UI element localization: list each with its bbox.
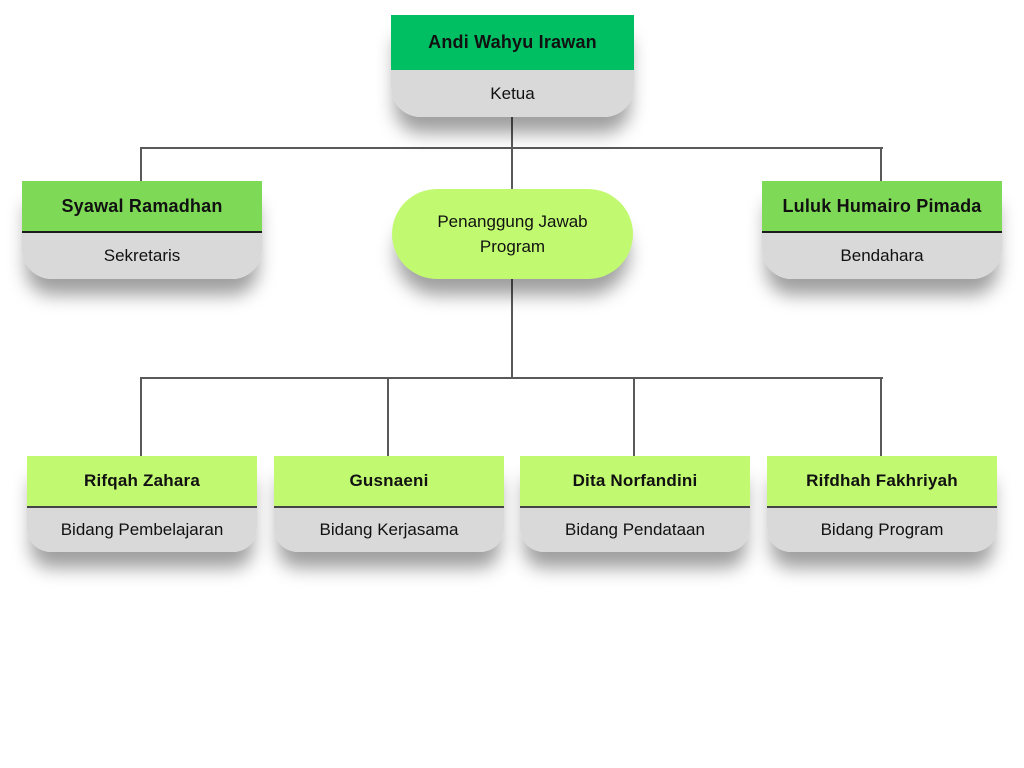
org-node-ketua: Andi Wahyu Irawan Ketua: [391, 15, 634, 117]
member-role: Bidang Program: [820, 520, 944, 539]
node-body: Bidang Pembelajaran: [27, 508, 257, 552]
org-node-bendahara: Luluk Humairo Pimada Bendahara: [762, 181, 1002, 279]
member-role: Sekretaris: [103, 246, 181, 265]
member-role: Ketua: [490, 83, 535, 103]
node-body: Bidang Pendataan: [520, 508, 750, 552]
member-role: Bidang Kerjasama: [319, 520, 459, 539]
connector-drop-penanggung-jawab: [511, 149, 513, 191]
member-role: Bidang Pendataan: [565, 520, 705, 539]
org-node-bidang-pembelajaran: Rifqah Zahara Bidang Pembelajaran: [27, 456, 257, 552]
member-name: Luluk Humairo Pimada: [782, 195, 982, 216]
member-name: Rifqah Zahara: [84, 471, 200, 490]
org-node-penanggung-jawab-program: Penanggung Jawab Program: [392, 189, 633, 279]
connector-drop-bendahara: [880, 149, 882, 181]
node-header: Dita Norfandini: [520, 456, 750, 508]
node-label: Penanggung Jawab Program: [437, 211, 588, 257]
org-node-bidang-kerjasama: Gusnaeni Bidang Kerjasama: [274, 456, 504, 552]
node-header: Rifdhah Fakhriyah: [767, 456, 997, 508]
node-header: Rifqah Zahara: [27, 456, 257, 508]
member-name: Dita Norfandini: [572, 471, 698, 490]
connector-drop-bidang-1: [140, 379, 142, 456]
node-header: Gusnaeni: [274, 456, 504, 508]
node-header: Andi Wahyu Irawan: [391, 15, 634, 70]
connector-level2-rail: [140, 147, 883, 149]
node-header: Luluk Humairo Pimada: [762, 181, 1002, 233]
node-header: Syawal Ramadhan: [22, 181, 262, 233]
member-role: Bidang Pembelajaran: [60, 520, 224, 539]
org-node-sekretaris: Syawal Ramadhan Sekretaris: [22, 181, 262, 279]
connector-drop-bidang-2: [387, 379, 389, 456]
member-name: Andi Wahyu Irawan: [428, 32, 597, 52]
connector-drop-bidang-3: [633, 379, 635, 456]
member-name: Syawal Ramadhan: [61, 195, 223, 216]
node-body: Bidang Program: [767, 508, 997, 552]
connector-level3-rail: [140, 377, 883, 379]
org-node-bidang-program: Rifdhah Fakhriyah Bidang Program: [767, 456, 997, 552]
member-name: Rifdhah Fakhriyah: [806, 471, 958, 490]
node-body: Bidang Kerjasama: [274, 508, 504, 552]
connector-pill-drop: [511, 278, 513, 378]
member-name: Gusnaeni: [349, 471, 429, 490]
connector-drop-bidang-4: [880, 379, 882, 456]
connector-drop-sekretaris: [140, 149, 142, 181]
node-body: Sekretaris: [22, 233, 262, 279]
org-node-bidang-pendataan: Dita Norfandini Bidang Pendataan: [520, 456, 750, 552]
node-body: Ketua: [391, 70, 634, 117]
member-role: Bendahara: [840, 246, 924, 265]
node-body: Bendahara: [762, 233, 1002, 279]
connector-top-drop: [511, 117, 513, 148]
